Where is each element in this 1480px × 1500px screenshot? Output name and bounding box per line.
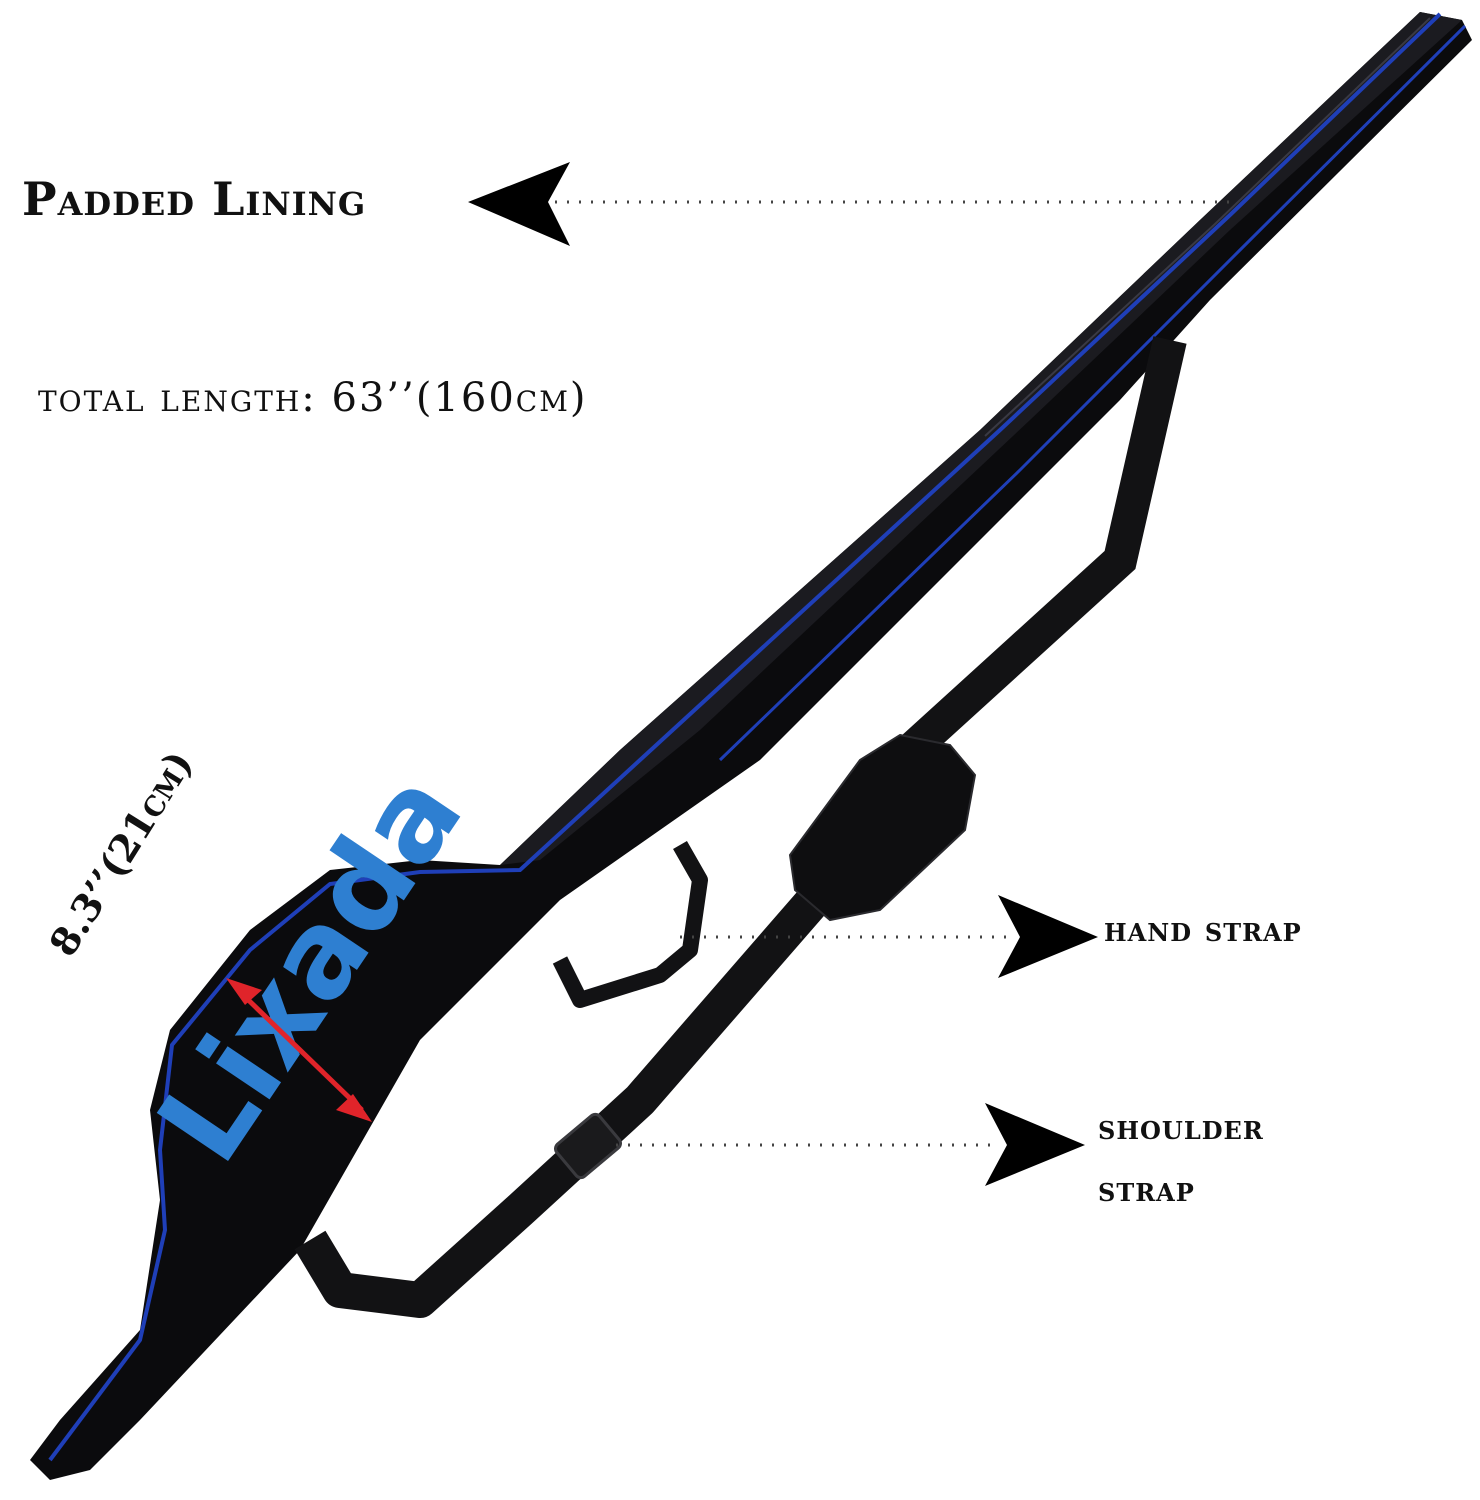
callout-shoulder-strap-line2: strap <box>1098 1170 1195 1210</box>
double-arrow-icon <box>226 978 372 1122</box>
rod-bag-body <box>30 12 1472 1480</box>
pointer-arrow-right-icon <box>985 1103 1085 1186</box>
rod-bag-zipper <box>984 17 1431 437</box>
rod-bag <box>30 12 1472 1480</box>
callout-hand-strap: hand strap <box>1104 910 1302 950</box>
shoulder-strap <box>294 336 1187 1318</box>
strap-buckle <box>554 1112 622 1180</box>
rod-bag-piping <box>48 12 1442 1462</box>
pointer-arrow-right-icon <box>998 895 1098 978</box>
rod-bag-piping-upper <box>718 24 1467 762</box>
shoulder-pad <box>788 733 977 922</box>
callout-padded-lining: Padded Lining <box>22 172 367 226</box>
hand-strap <box>552 841 708 1008</box>
callout-shoulder-strap-line1: shoulder <box>1098 1108 1264 1148</box>
rod-bag-top-face <box>500 12 1462 865</box>
callout-total-length: total length: 63’’(160cm) <box>38 375 588 421</box>
pointer-arrow-left-icon <box>468 162 570 246</box>
